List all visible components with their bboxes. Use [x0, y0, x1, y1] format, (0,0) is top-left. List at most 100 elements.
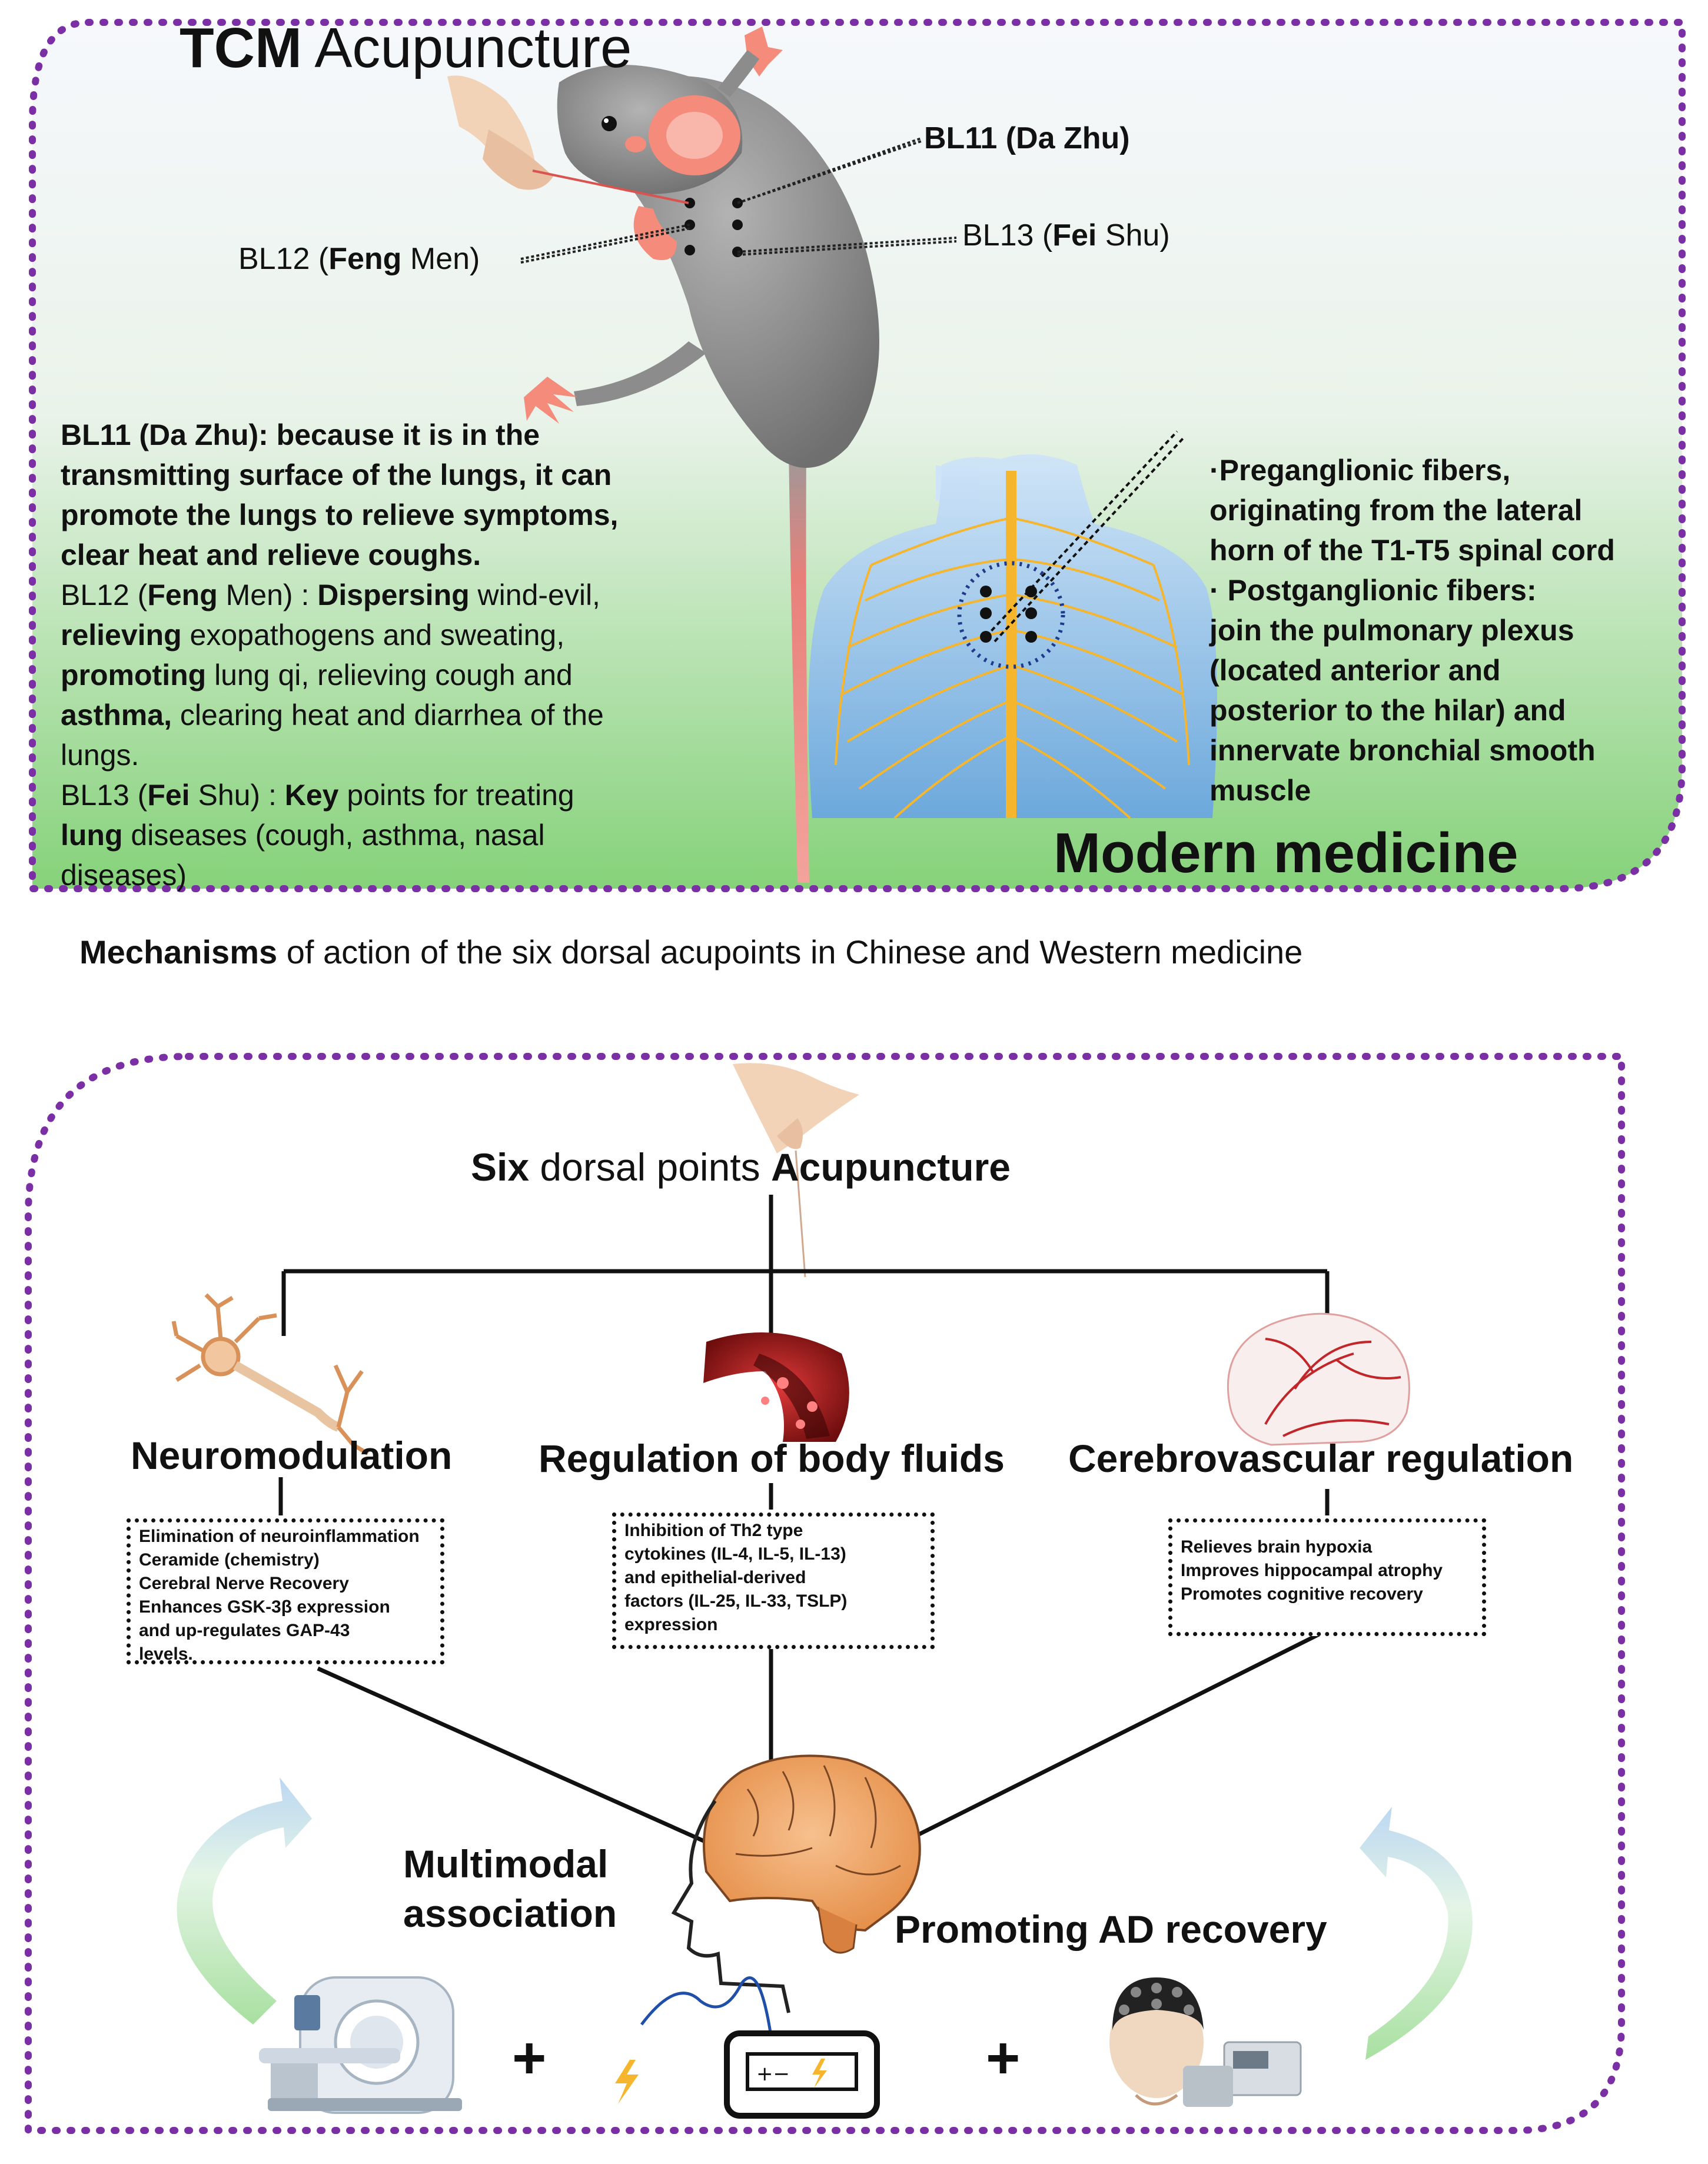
neuro-box-line: and up-regulates GAP-43: [139, 1621, 350, 1640]
multimodal-label: Multimodal association: [403, 1839, 617, 1938]
multimodal-line: Multimodal: [403, 1842, 609, 1886]
bottom-title-mid: dorsal points: [529, 1145, 771, 1189]
label-bl12-code: BL12 (: [238, 242, 329, 276]
tcm-bl12-line: lungs.: [61, 739, 139, 772]
lightning-icon: [615, 2060, 639, 2104]
promoting-ad-label: Promoting AD recovery: [895, 1907, 1327, 1951]
modern-line: originating from the lateral: [1209, 494, 1583, 527]
brain-vessel-icon: [1227, 1312, 1410, 1446]
tcm-span: diseases (cough, asthma, nasal: [122, 819, 545, 852]
tcm-span: points for treating: [338, 779, 574, 812]
tcm-span: Dispersing: [317, 579, 470, 611]
hand-needle-bottom: [733, 1063, 859, 1278]
modern-line: (located anterior and: [1209, 654, 1501, 687]
branch-neuromodulation: Neuromodulation: [131, 1434, 453, 1477]
tcm-bl12-line: promoting lung qi, relieving cough and: [61, 655, 618, 695]
label-bl12-rest: Men): [401, 242, 480, 276]
tree-connectors: [278, 1195, 1330, 1850]
tcm-span: relieving: [61, 619, 182, 651]
tcm-bl12-line: asthma, clearing heat and diarrhea of th…: [61, 695, 618, 735]
eeg-headset-icon: [1109, 1977, 1302, 2107]
branch-cerebrovascular: Cerebrovascular regulation: [1068, 1437, 1574, 1480]
tcm-bl11-line: BL11 (Da Zhu): because it is in the: [61, 418, 540, 451]
svg-text:+−: +−: [756, 2062, 790, 2086]
human-back-illustration: [808, 430, 1217, 819]
title-tcm: TCM: [180, 16, 302, 79]
body-fluids-box: Inhibition of Th2 type cytokines (IL-4, …: [612, 1513, 935, 1649]
bottom-title: Six dorsal points Acupuncture: [471, 1145, 1011, 1189]
neuro-box-line: Elimination of neuroinflammation: [139, 1527, 420, 1546]
tcm-span: Shu) :: [190, 779, 285, 812]
fluid-box-line: expression: [624, 1615, 718, 1634]
tcm-bl13-line: BL13 (Fei Shu) : Key points for treating: [61, 775, 618, 815]
cycle-arrow-left: [177, 1777, 312, 2025]
tcm-span: exopathogens and sweating,: [181, 619, 565, 651]
tcm-bl13-line: diseases): [61, 859, 187, 892]
top-title: TCM Acupuncture: [180, 18, 632, 79]
caption-bold: Mechanisms: [79, 933, 278, 970]
tcm-span: lung qi, relieving cough and: [206, 659, 573, 692]
tcm-span: Key: [284, 779, 339, 812]
label-bl11: BL11 (Da Zhu): [924, 121, 1130, 155]
modern-line: horn of the T1-T5 spinal cord: [1209, 534, 1615, 567]
caption-rest: of action of the six dorsal acupoints in…: [277, 933, 1303, 970]
blood-vessel-icon: [703, 1332, 849, 1442]
tcm-span: asthma,: [61, 699, 172, 732]
modern-line: innervate bronchial smooth: [1209, 734, 1596, 767]
modern-line: join the pulmonary plexus: [1209, 614, 1574, 647]
tcm-description: BL11 (Da Zhu): because it is in the tran…: [61, 415, 618, 895]
fluid-box-line: cytokines (IL-4, IL-5, IL-13): [624, 1544, 846, 1564]
fluid-box-line: factors (IL-25, IL-33, TSLP): [624, 1591, 848, 1611]
tcm-bl12-line: relieving exopathogens and sweating,: [61, 615, 618, 655]
tcm-span: lung: [61, 819, 123, 852]
mri-scanner-icon: [259, 1976, 462, 2114]
tcm-bl11-line: promote the lungs to relieve symptoms,: [61, 498, 619, 531]
tcm-bl13-line: lung diseases (cough, asthma, nasal: [61, 815, 618, 855]
tcm-span: promoting: [61, 659, 207, 692]
cerebrovascular-box: Relieves brain hypoxia Improves hippocam…: [1168, 1518, 1486, 1636]
brain-head-icon: [671, 1754, 921, 2013]
cereb-box-line: Relieves brain hypoxia: [1181, 1537, 1373, 1557]
modern-description: ·Preganglionic fibers, originating from …: [1209, 450, 1615, 810]
modern-line: muscle: [1209, 774, 1311, 807]
neuro-box-line: Cerebral Nerve Recovery: [139, 1574, 349, 1593]
multimodal-line: association: [403, 1892, 617, 1935]
fluid-box-line: and epithelial-derived: [624, 1568, 806, 1587]
tcm-bl11-line: clear heat and relieve coughs.: [61, 538, 481, 571]
tcm-bl11-line: transmitting surface of the lungs, it ca…: [61, 458, 612, 491]
label-bl13-code: BL13 (: [962, 218, 1053, 252]
neuro-box-line: levels.: [139, 1644, 193, 1664]
label-bl13: BL13 (Fei Shu): [962, 218, 1170, 253]
title-acupuncture: Acupuncture: [314, 16, 632, 79]
neuro-box-line: Ceramide (chemistry): [139, 1550, 320, 1570]
label-bl12: BL12 (Feng Men): [238, 241, 480, 277]
branch-body-fluids: Regulation of body fluids: [539, 1437, 1005, 1480]
tcm-span: Fei: [147, 779, 190, 812]
label-bl13-bold: Fei: [1052, 218, 1097, 252]
tcm-span: clearing heat and diarrhea of the: [171, 699, 604, 732]
mouse-illustration: [520, 26, 957, 883]
fluid-box-line: Inhibition of Th2 type: [624, 1521, 803, 1540]
modern-line: · Postganglionic fibers:: [1209, 574, 1537, 607]
tcm-span: BL12 (: [61, 579, 148, 611]
tcm-bl12-line: BL12 (Feng Men) : Dispersing wind-evil,: [61, 575, 618, 615]
cereb-box-line: Improves hippocampal atrophy: [1181, 1561, 1443, 1580]
modern-line: ·Preganglionic fibers,: [1209, 454, 1511, 487]
plus-sign: +: [512, 2025, 547, 2091]
label-bl12-bold: Feng: [328, 242, 402, 276]
neuromodulation-box: Elimination of neuroinflammation Ceramid…: [127, 1518, 444, 1664]
electro-stimulator-icon: +−: [640, 1976, 880, 2119]
tcm-span: Men) :: [217, 579, 318, 611]
neuron-icon: [171, 1293, 369, 1456]
modern-line: posterior to the hilar) and: [1209, 694, 1566, 727]
figure-caption: Mechanisms of action of the six dorsal a…: [79, 933, 1302, 971]
cereb-box-line: Promotes cognitive recovery: [1181, 1584, 1423, 1604]
bottom-title-acu: Acupuncture: [770, 1145, 1011, 1189]
tcm-span: wind-evil,: [469, 579, 600, 611]
modern-medicine-title: Modern medicine: [1054, 822, 1518, 885]
bottom-title-six: Six: [471, 1145, 530, 1189]
label-bl13-rest: Shu): [1096, 218, 1170, 252]
hand-needle-top: [447, 75, 689, 204]
plus-sign: +: [986, 2025, 1021, 2091]
